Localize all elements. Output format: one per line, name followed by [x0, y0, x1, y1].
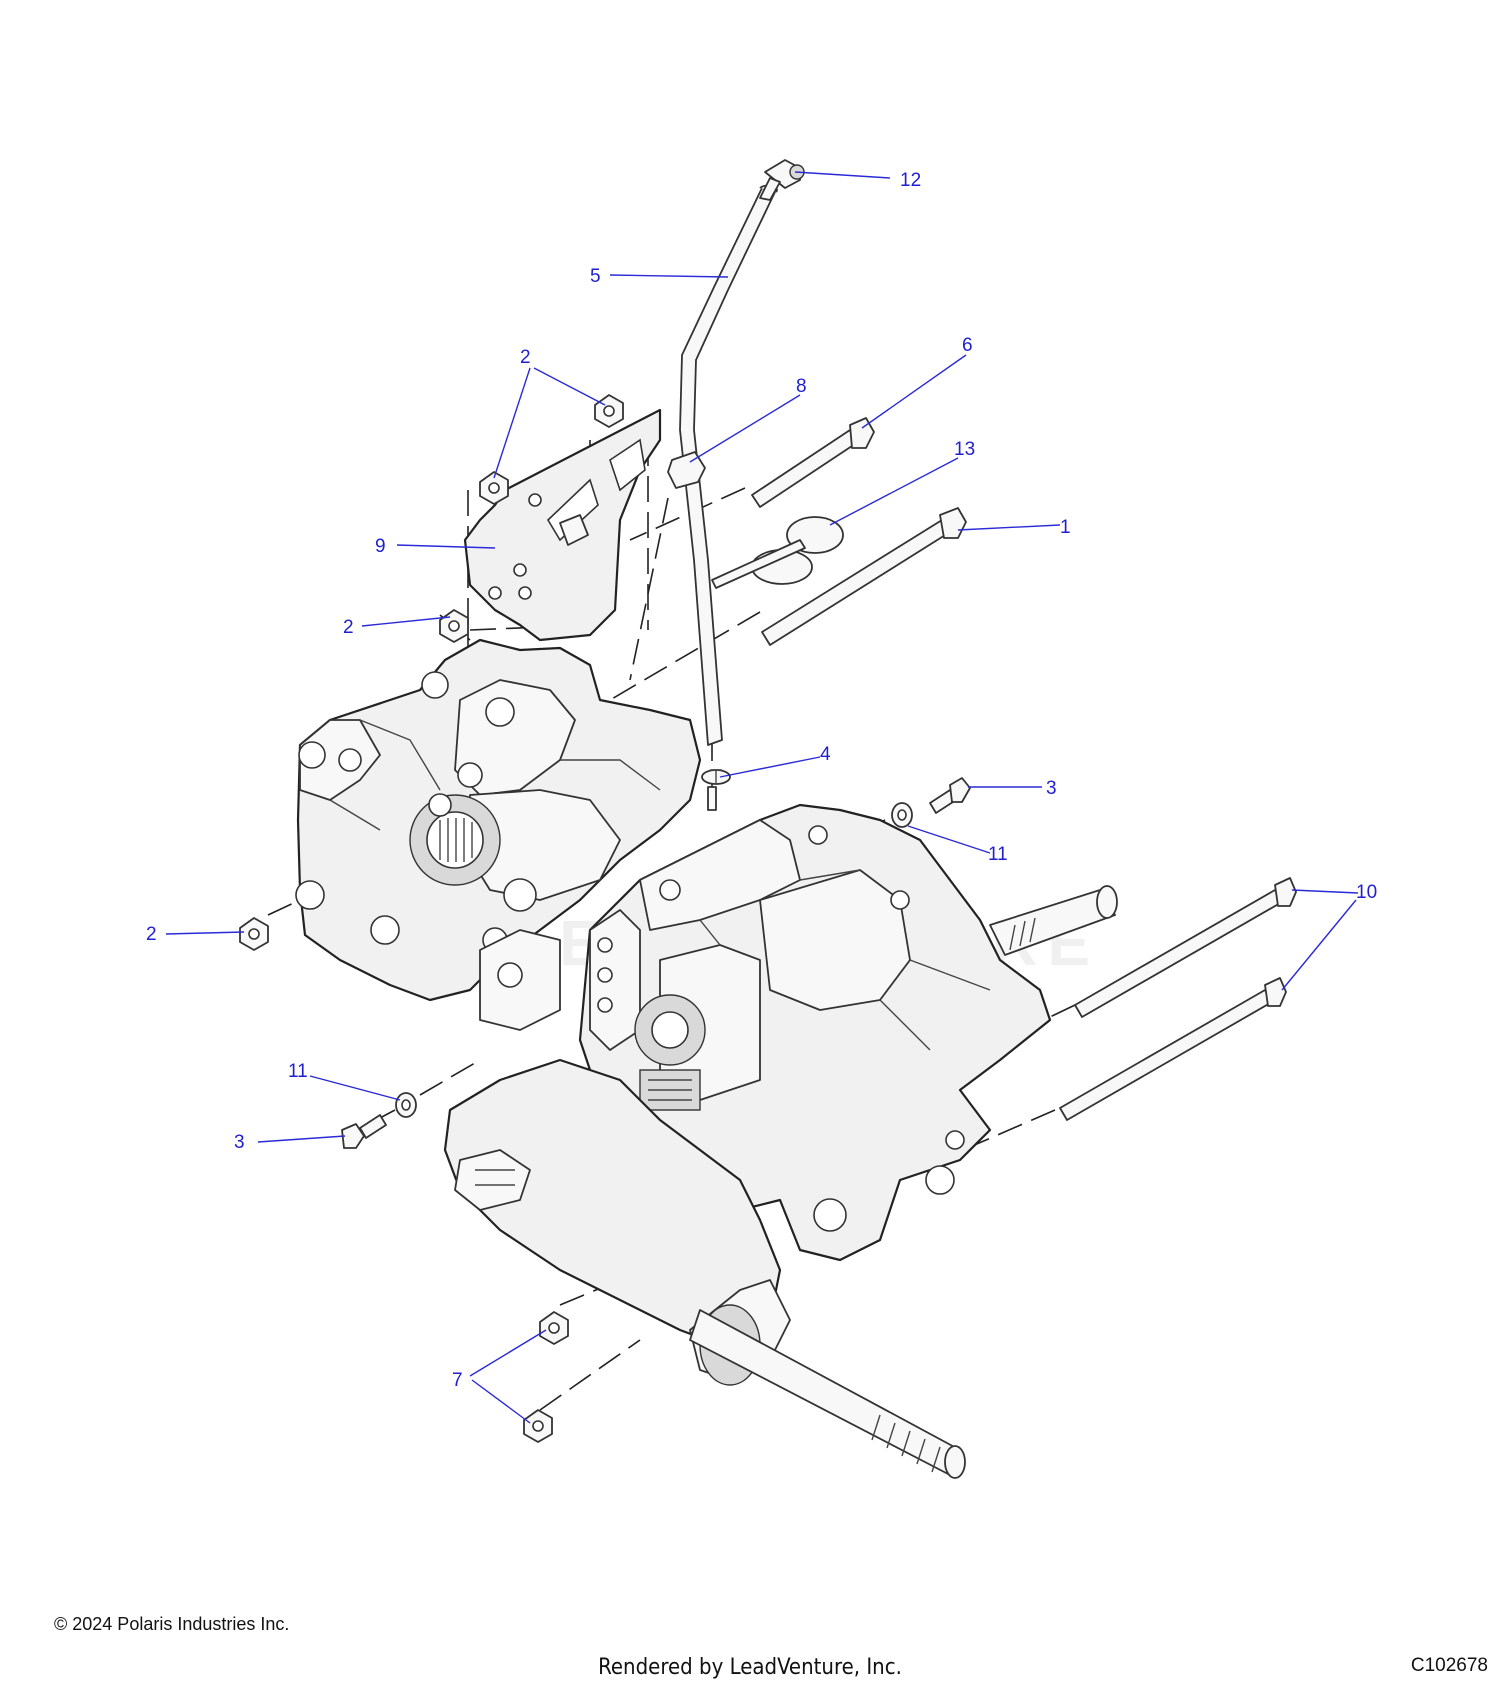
rendered-by-text: Rendered by LeadVenture, Inc.: [598, 1655, 902, 1680]
lower-gear-housing: [443, 1058, 966, 1479]
flange-nut: [239, 394, 624, 1443]
transmission-case-rear: [295, 638, 702, 1031]
callout-3-upper[interactable]: 3: [1046, 778, 1057, 799]
hose-clamp: [701, 769, 731, 811]
callout-11-lower[interactable]: 11: [288, 1061, 308, 1082]
leader-lines: [165, 171, 1359, 1424]
callouts: 12 5 6 2 8 13 1 9 2 4 3 11 10 2 11 3 7: [146, 170, 1377, 1391]
bolt-10-upper: [1074, 877, 1297, 1018]
mounting-bracket: [463, 408, 662, 642]
callout-13[interactable]: 13: [954, 439, 975, 460]
callout-6[interactable]: 6: [962, 335, 973, 356]
callout-5[interactable]: 5: [590, 266, 601, 287]
callout-9[interactable]: 9: [375, 536, 386, 557]
callout-11-upper[interactable]: 11: [988, 844, 1008, 865]
callout-1[interactable]: 1: [1060, 517, 1071, 538]
callout-8[interactable]: 8: [796, 376, 807, 397]
copyright-text: © 2024 Polaris Industries Inc.: [54, 1614, 290, 1634]
callout-2-middle[interactable]: 2: [343, 617, 354, 638]
washer: [395, 802, 913, 1118]
cable-tie-clip: [711, 516, 844, 589]
bolt-3-lower: [341, 1114, 387, 1149]
plug: [667, 451, 706, 489]
callout-2-upper[interactable]: 2: [520, 347, 531, 368]
transmission-case-front: [578, 803, 1118, 1262]
diagram-code: C102678: [1410, 1655, 1488, 1676]
callout-10[interactable]: 10: [1356, 882, 1377, 903]
bolt-3-upper: [929, 777, 971, 814]
callout-12[interactable]: 12: [900, 170, 921, 191]
callout-4[interactable]: 4: [820, 744, 831, 765]
bolt-10-lower: [1059, 977, 1287, 1121]
callout-7[interactable]: 7: [452, 1370, 463, 1391]
bolt-6: [751, 417, 875, 508]
callout-3-lower[interactable]: 3: [234, 1132, 245, 1153]
elbow-fitting: [759, 159, 805, 201]
callout-2-lower[interactable]: 2: [146, 924, 157, 945]
